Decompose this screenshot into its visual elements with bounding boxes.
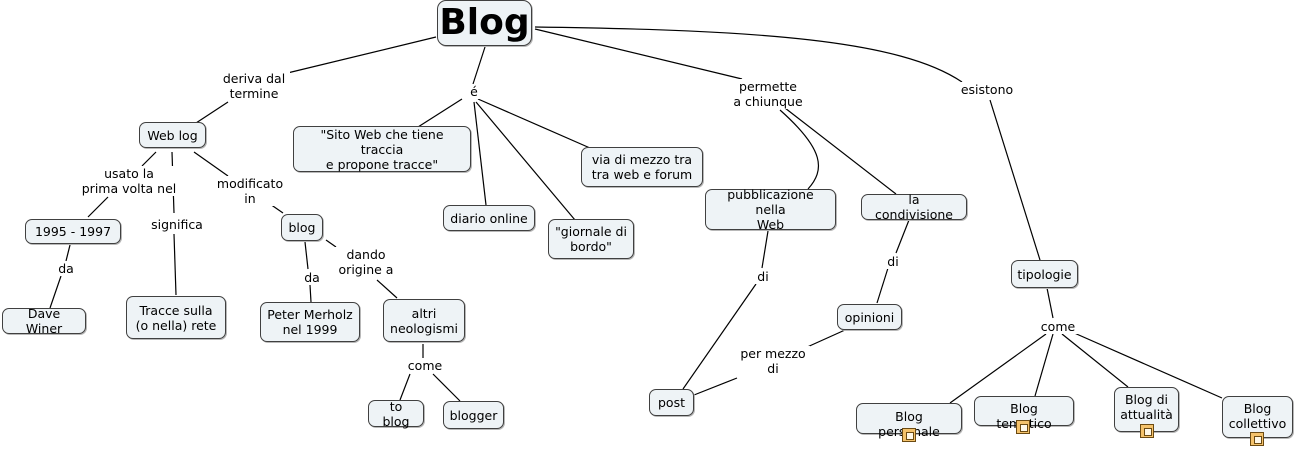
concept-label: diario online: [450, 210, 528, 226]
link-line: [1034, 333, 1054, 397]
concept-blog-personale[interactable]: Blog personale: [856, 403, 962, 439]
concept-altri-neologismi[interactable]: altri neologismi: [383, 299, 465, 342]
concept-label: la condivisione: [875, 192, 953, 222]
concept-label: opinioni: [844, 309, 895, 325]
concept-tracce-rete[interactable]: Tracce sulla (o nella) rete: [126, 296, 226, 339]
link-line: [1061, 333, 1129, 388]
link-line: [274, 36, 437, 77]
concept-label: altri neologismi: [390, 305, 458, 336]
link-label-come-2: come: [1036, 319, 1080, 334]
concept-via-di-mezzo[interactable]: via di mezzo tra tra web e forum: [581, 147, 703, 187]
resource-icon[interactable]: [1250, 432, 1264, 446]
concept-label: Peter Merholz nel 1999: [267, 307, 353, 337]
concept-to-blog[interactable]: to blog: [368, 398, 424, 429]
concept-label: Dave Winer: [25, 306, 63, 336]
link-line: [417, 98, 463, 128]
concept-blog-attualita[interactable]: Blog di attualità: [1114, 387, 1179, 432]
concept-label: Tracce sulla (o nella) rete: [135, 302, 217, 333]
link-line: [195, 101, 229, 124]
link-line: [304, 241, 309, 270]
concept-dave-winer[interactable]: Dave Winer: [2, 306, 86, 336]
concept-label: blogger: [449, 407, 498, 423]
link-label-deriva: deriva dal termine: [218, 71, 290, 101]
concept-label: blog: [288, 220, 316, 235]
concept-label: via di mezzo tra tra web e forum: [591, 152, 693, 182]
link-label-di-2: di: [882, 254, 904, 269]
link-line: [475, 101, 576, 221]
link-line: [682, 283, 757, 390]
link-label-esistono: esistono: [955, 82, 1019, 97]
concept-label: Blog collettivo: [1228, 401, 1287, 431]
resource-icon[interactable]: [1016, 420, 1030, 434]
link-line: [804, 329, 846, 349]
root-concept-label: Blog: [439, 2, 530, 43]
link-label-usato: usato la prima volta nel: [78, 166, 180, 196]
link-label-per-mezzo: per mezzo di: [736, 346, 810, 376]
link-line: [1046, 287, 1054, 319]
link-line: [432, 373, 461, 402]
concept-blog-small[interactable]: blog: [281, 214, 323, 241]
link-label-dando: dando origine a: [333, 247, 399, 277]
concept-pubblicazione[interactable]: pubblicazione nella Web: [705, 187, 836, 232]
link-line: [949, 333, 1047, 404]
concept-label: to blog: [382, 398, 410, 429]
root-concept-blog[interactable]: Blog: [437, 0, 532, 46]
link-line: [376, 279, 398, 299]
link-line: [534, 28, 743, 80]
link-label-significa: significa: [146, 217, 208, 232]
link-line: [693, 377, 738, 396]
concept-diario-online[interactable]: diario online: [443, 205, 535, 231]
concept-label: "Sito Web che tiene traccia e propone tr…: [320, 126, 444, 172]
link-label-e: é: [465, 84, 483, 99]
link-label-permette: permette a chiunque: [727, 79, 809, 109]
link-line: [779, 109, 820, 190]
link-line: [472, 46, 486, 85]
link-line: [49, 275, 62, 309]
link-line: [65, 244, 71, 262]
link-line: [761, 230, 769, 269]
link-label-di-1: di: [752, 269, 774, 284]
link-label-come-1: come: [404, 358, 446, 373]
link-line: [87, 196, 109, 218]
link-line: [173, 233, 177, 296]
link-line: [876, 267, 889, 304]
link-line: [989, 99, 1041, 261]
link-line: [895, 219, 910, 254]
concept-tipologie[interactable]: tipologie: [1011, 260, 1078, 288]
concept-peter-merholz[interactable]: Peter Merholz nel 1999: [260, 302, 360, 342]
concept-label: "giornale di bordo": [555, 224, 627, 254]
concept-label: 1995 - 1997: [34, 224, 112, 239]
concept-opinioni[interactable]: opinioni: [837, 304, 902, 330]
link-line: [784, 107, 897, 195]
concept-label: tipologie: [1017, 266, 1072, 282]
concept-label: Web log: [147, 127, 198, 143]
concept-condivisione[interactable]: la condivisione: [861, 192, 967, 222]
concept-blogger[interactable]: blogger: [443, 401, 504, 429]
concept-label: Blog di attualità: [1120, 392, 1173, 422]
link-label-da-1: da: [53, 261, 79, 276]
link-line: [193, 151, 229, 177]
concept-giornale-di-bordo[interactable]: "giornale di bordo": [548, 219, 634, 259]
resource-icon[interactable]: [902, 428, 916, 442]
link-line: [473, 101, 487, 206]
link-line: [325, 239, 337, 248]
concept-post[interactable]: post: [649, 389, 694, 416]
concept-web-log[interactable]: Web log: [139, 122, 206, 148]
concept-label: pubblicazione nella Web: [727, 187, 814, 232]
link-label-da-2: da: [299, 270, 325, 285]
concept-blog-collettivo[interactable]: Blog collettivo: [1222, 396, 1293, 438]
link-line: [309, 284, 312, 303]
concept-1995-1997[interactable]: 1995 - 1997: [25, 219, 121, 244]
link-line: [1071, 331, 1223, 399]
resource-icon[interactable]: [1140, 424, 1154, 438]
link-line: [534, 26, 963, 83]
link-line: [399, 373, 411, 401]
concept-label: post: [658, 395, 685, 410]
concept-sito-web[interactable]: "Sito Web che tiene traccia e propone tr…: [293, 126, 471, 172]
link-line: [141, 151, 157, 167]
link-line: [477, 98, 591, 149]
link-label-modificato: modificato in: [212, 176, 288, 206]
